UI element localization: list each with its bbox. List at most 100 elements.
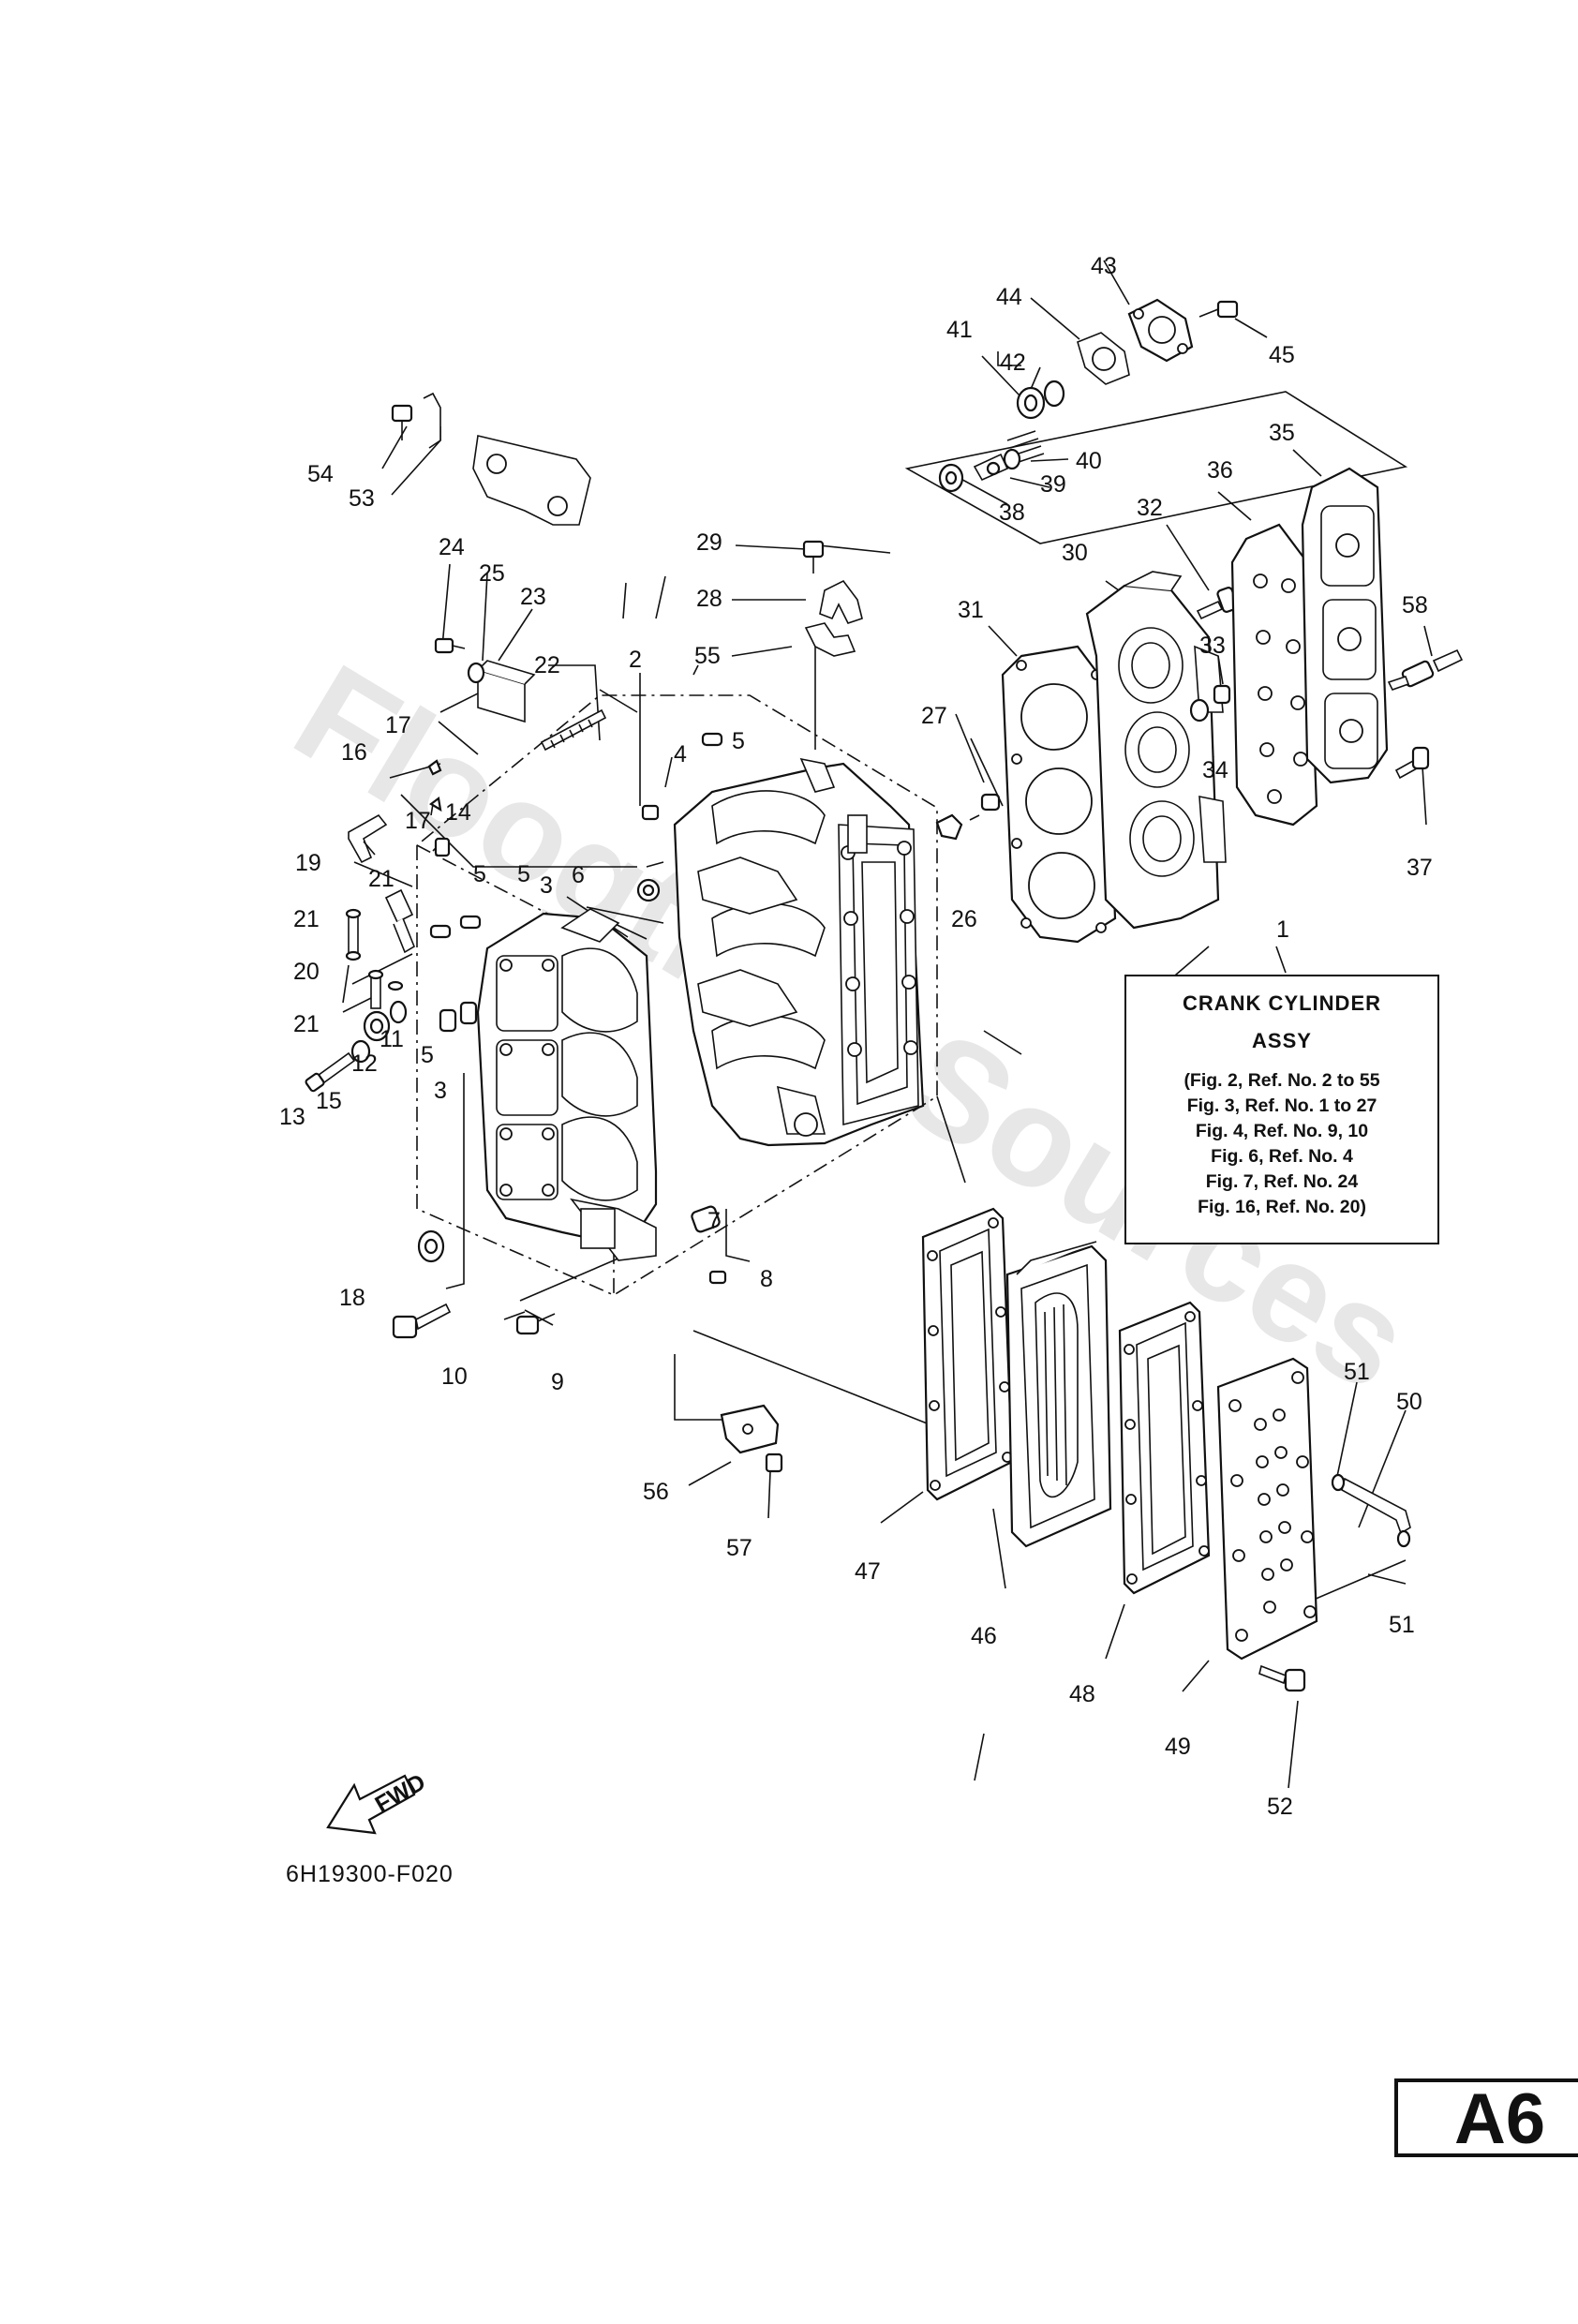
plug-33	[1213, 684, 1231, 705]
clip-26	[935, 813, 963, 841]
bolt-54	[391, 404, 413, 440]
callout-30: 30	[1062, 540, 1088, 566]
seal-18	[417, 1229, 445, 1263]
callout-15: 15	[316, 1088, 342, 1114]
callout-41: 41	[946, 317, 973, 343]
callout-5: 5	[517, 861, 530, 887]
callout-46: 46	[971, 1623, 997, 1649]
callout-52: 52	[1267, 1794, 1293, 1820]
washer-15	[350, 1039, 371, 1064]
callout-48: 48	[1069, 1681, 1095, 1707]
seal-38	[938, 463, 964, 493]
callout-17: 17	[405, 808, 431, 834]
callout-7: 7	[707, 1208, 721, 1234]
callout-32: 32	[1137, 495, 1163, 521]
bracket-28	[819, 579, 863, 624]
head-cover-gasket-36	[1230, 523, 1318, 827]
exhaust-inner-cover-46	[1005, 1241, 1112, 1548]
nut-12	[363, 1010, 391, 1042]
page-tag-label: A6	[1454, 2079, 1546, 2159]
bolt-52	[1258, 1664, 1306, 1692]
exhaust-outer-cover-49	[1216, 1357, 1318, 1661]
callout-55: 55	[694, 643, 721, 669]
callout-45: 45	[1269, 342, 1295, 368]
gasket-42	[1043, 380, 1065, 408]
dowel-8	[708, 1270, 727, 1285]
nipple-3	[439, 1001, 478, 1033]
bolt-29	[802, 540, 825, 574]
callout-4: 4	[674, 741, 687, 767]
reference-line: Fig. 6, Ref. No. 4	[1211, 1146, 1353, 1167]
callout-17: 17	[385, 712, 411, 738]
callout-19: 19	[295, 850, 321, 876]
fitting-14	[434, 837, 451, 857]
cylinder-block	[673, 757, 925, 1147]
callout-11: 11	[380, 1026, 404, 1052]
callout-51: 51	[1389, 1612, 1415, 1638]
bolt-45	[1198, 300, 1239, 319]
forward-direction-arrow: FWD	[326, 1769, 430, 1835]
callout-42: 42	[1000, 350, 1026, 376]
callout-5: 5	[473, 861, 486, 887]
callout-12: 12	[351, 1050, 378, 1077]
screw-57	[765, 1452, 783, 1473]
callout-27: 27	[921, 703, 947, 729]
callout-25: 25	[479, 560, 505, 587]
figure-code: 6H19300-F020	[286, 1861, 454, 1887]
bolt-37	[1394, 746, 1430, 780]
crankcase-half	[476, 908, 658, 1261]
callout-47: 47	[855, 1558, 881, 1585]
callout-numbers: 2 3 3 4 5 5 5 5 6 7 8 9 10 11 12 13 14 1…	[279, 253, 1433, 1820]
callout-50: 50	[1396, 1389, 1422, 1415]
callout-31: 31	[958, 597, 984, 623]
valve-39	[973, 453, 1009, 482]
dowel-7	[691, 1205, 721, 1233]
reference-line: (Fig. 2, Ref. No. 2 to 55	[1184, 1070, 1380, 1091]
thermostat-cover-43	[1127, 298, 1194, 363]
callout-2: 2	[629, 647, 642, 673]
callout-13: 13	[279, 1104, 305, 1130]
callout-40: 40	[1076, 448, 1102, 474]
callout-51: 51	[1344, 1359, 1370, 1385]
clamp-55	[804, 622, 856, 657]
callout-20: 20	[293, 959, 320, 985]
head-cover-35	[1301, 467, 1389, 784]
spring-40	[1003, 430, 1045, 470]
callout-36: 36	[1207, 457, 1233, 484]
bolt-4	[641, 804, 660, 821]
callout-24: 24	[439, 534, 465, 560]
bracket-23	[477, 660, 536, 723]
callout-35: 35	[1269, 420, 1295, 446]
callout-14: 14	[445, 799, 471, 826]
bolt-10	[392, 1303, 452, 1339]
fwd-label: FWD	[371, 1769, 430, 1819]
callout-8: 8	[760, 1266, 773, 1292]
callout-10: 10	[441, 1363, 468, 1390]
washer-11	[389, 1000, 408, 1024]
callout-44: 44	[996, 284, 1022, 310]
callout-5: 5	[421, 1042, 434, 1068]
callout-18: 18	[339, 1285, 365, 1311]
bolt-24	[434, 637, 466, 654]
bracket-56	[720, 1404, 780, 1454]
callout-22: 22	[534, 652, 560, 678]
callout-23: 23	[520, 584, 546, 610]
bolt-9	[515, 1313, 556, 1335]
callout-34: 34	[1202, 757, 1228, 783]
dowel-27	[980, 793, 1001, 812]
reference-line: Fig. 16, Ref. No. 20)	[1198, 1197, 1366, 1217]
callout-21: 21	[368, 866, 394, 892]
callout-21: 21	[293, 906, 320, 932]
hose-50	[1341, 1477, 1411, 1535]
callout-21: 21	[293, 1011, 320, 1037]
exhaust-gasket-47	[921, 1207, 1014, 1501]
hose-16	[348, 813, 388, 864]
clamp-21	[345, 908, 404, 991]
joint-19	[384, 888, 415, 954]
callout-39: 39	[1040, 471, 1066, 498]
reference-line: Fig. 7, Ref. No. 24	[1205, 1171, 1359, 1192]
washer-25	[467, 662, 485, 684]
callout-9: 9	[551, 1369, 564, 1395]
gasket-44	[1077, 332, 1130, 385]
